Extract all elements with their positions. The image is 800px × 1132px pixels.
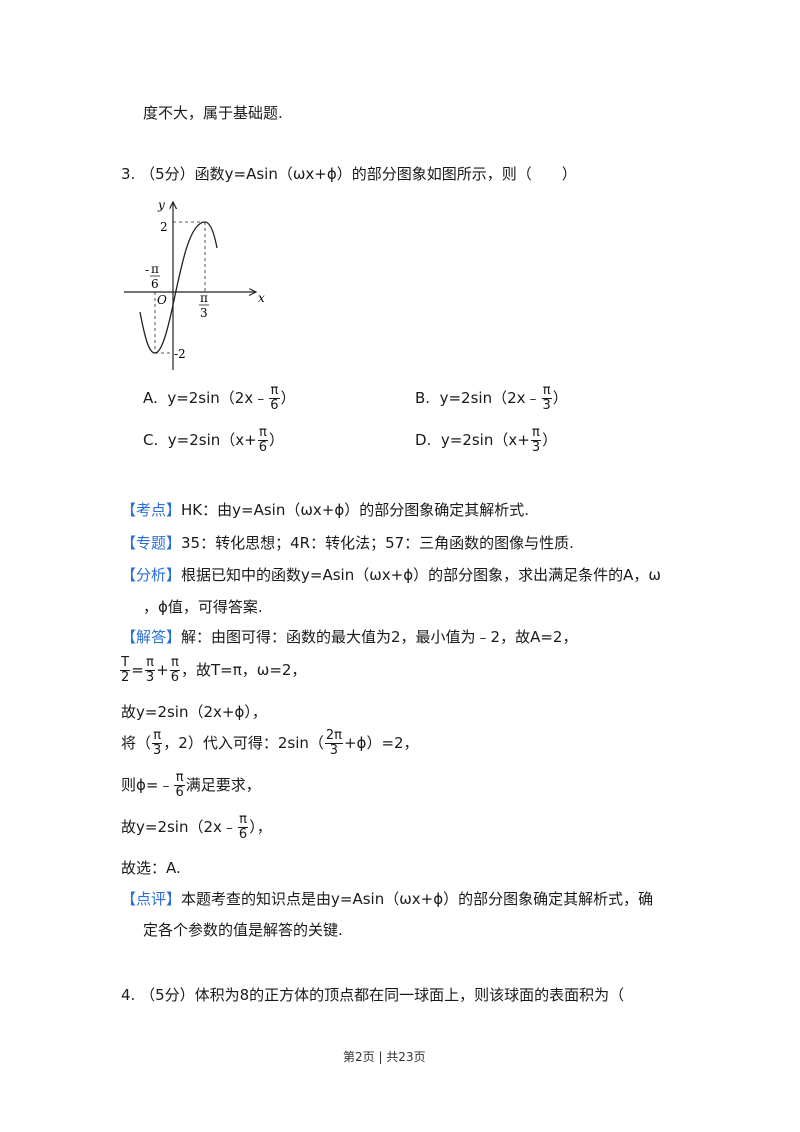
- jieda-text-1: 解：由图可得：函数的最大值为2，最小值为﹣2，故A=2，: [181, 628, 578, 646]
- option-a-pre: y=2sin（2x﹣: [167, 389, 269, 407]
- fenxi-text-1: 根据已知中的函数y=Asin（ωx+ϕ）的部分图象，求出满足条件的A，ω: [181, 566, 661, 584]
- max-value-label: 2: [160, 220, 168, 234]
- jieda-line-7: 故选：A.: [121, 859, 181, 877]
- option-d-pre: y=2sin（x+: [440, 431, 530, 449]
- option-c-post: ）: [269, 431, 285, 449]
- question-4-stem: 4. （5分）体积为8的正方体的顶点都在同一球面上，则该球面的表面积为（: [121, 986, 625, 1004]
- origin-label: O: [157, 293, 167, 307]
- option-a-post: ）: [280, 389, 296, 407]
- option-d-post: ）: [542, 431, 558, 449]
- jieda-line-1: 【解答】解：由图可得：函数的最大值为2，最小值为﹣2，故A=2，: [121, 630, 577, 645]
- right-tick-num: π: [200, 291, 208, 305]
- left-tick-num: π: [151, 262, 159, 276]
- option-c-pre: y=2sin（x+: [167, 431, 257, 449]
- question-3-stem: 3. （5分）函数y=Asin（ωx+ϕ）的部分图象如图所示，则（ ）: [121, 165, 577, 183]
- left-tick-sign: -: [145, 263, 149, 277]
- right-tick-den: 3: [200, 306, 208, 320]
- left-tick-den: 6: [151, 277, 159, 291]
- sine-graph-figure: y x O 2 -2 - π 6 π 3: [124, 198, 265, 370]
- dianping-line-1: 【点评】本题考查的知识点是由y=Asin（ωx+ϕ）的部分图象确定其解析式，确: [121, 892, 653, 907]
- zhuanti-text: 35：转化思想；4R：转化法；57：三角函数的图像与性质.: [181, 534, 574, 552]
- dianping-tag: 【点评】: [121, 890, 182, 908]
- jieda-tag: 【解答】: [121, 628, 182, 646]
- x-axis-label: x: [258, 291, 265, 305]
- zhuanti-tag: 【专题】: [121, 534, 182, 552]
- option-a-letter: A.: [143, 389, 158, 407]
- option-b-post: ）: [552, 389, 568, 407]
- option-b-letter: B.: [415, 389, 431, 407]
- y-axis-label: y: [157, 198, 165, 212]
- option-b-pre: y=2sin（2x﹣: [439, 389, 541, 407]
- option-d-letter: D.: [415, 431, 432, 449]
- dianping-line-2: 定各个参数的值是解答的关键.: [143, 921, 343, 939]
- fenxi-tag: 【分析】: [121, 566, 182, 584]
- option-c-letter: C.: [143, 431, 159, 449]
- kaodian-text: HK：由y=Asin（ωx+ϕ）的部分图象确定其解析式.: [181, 501, 529, 519]
- fenxi-line-1: 【分析】根据已知中的函数y=Asin（ωx+ϕ）的部分图象，求出满足条件的A，ω: [121, 568, 661, 583]
- kaodian-line: 【考点】HK：由y=Asin（ωx+ϕ）的部分图象确定其解析式.: [121, 503, 529, 518]
- kaodian-tag: 【考点】: [121, 501, 182, 519]
- prev-answer-tail: 度不大，属于基础题.: [143, 104, 283, 122]
- dianping-text-1: 本题考查的知识点是由y=Asin（ωx+ϕ）的部分图象确定其解析式，确: [181, 890, 654, 908]
- sine-curve: [139, 221, 218, 354]
- fenxi-line-2: ，ϕ值，可得答案.: [143, 598, 263, 616]
- page-footer: 第2页 | 共23页: [343, 1050, 426, 1064]
- zhuanti-line: 【专题】35：转化思想；4R：转化法；57：三角函数的图像与性质.: [121, 536, 574, 551]
- jieda-line-3: 故y=2sin（2x+ϕ），: [121, 703, 267, 721]
- min-value-label: -2: [174, 347, 186, 361]
